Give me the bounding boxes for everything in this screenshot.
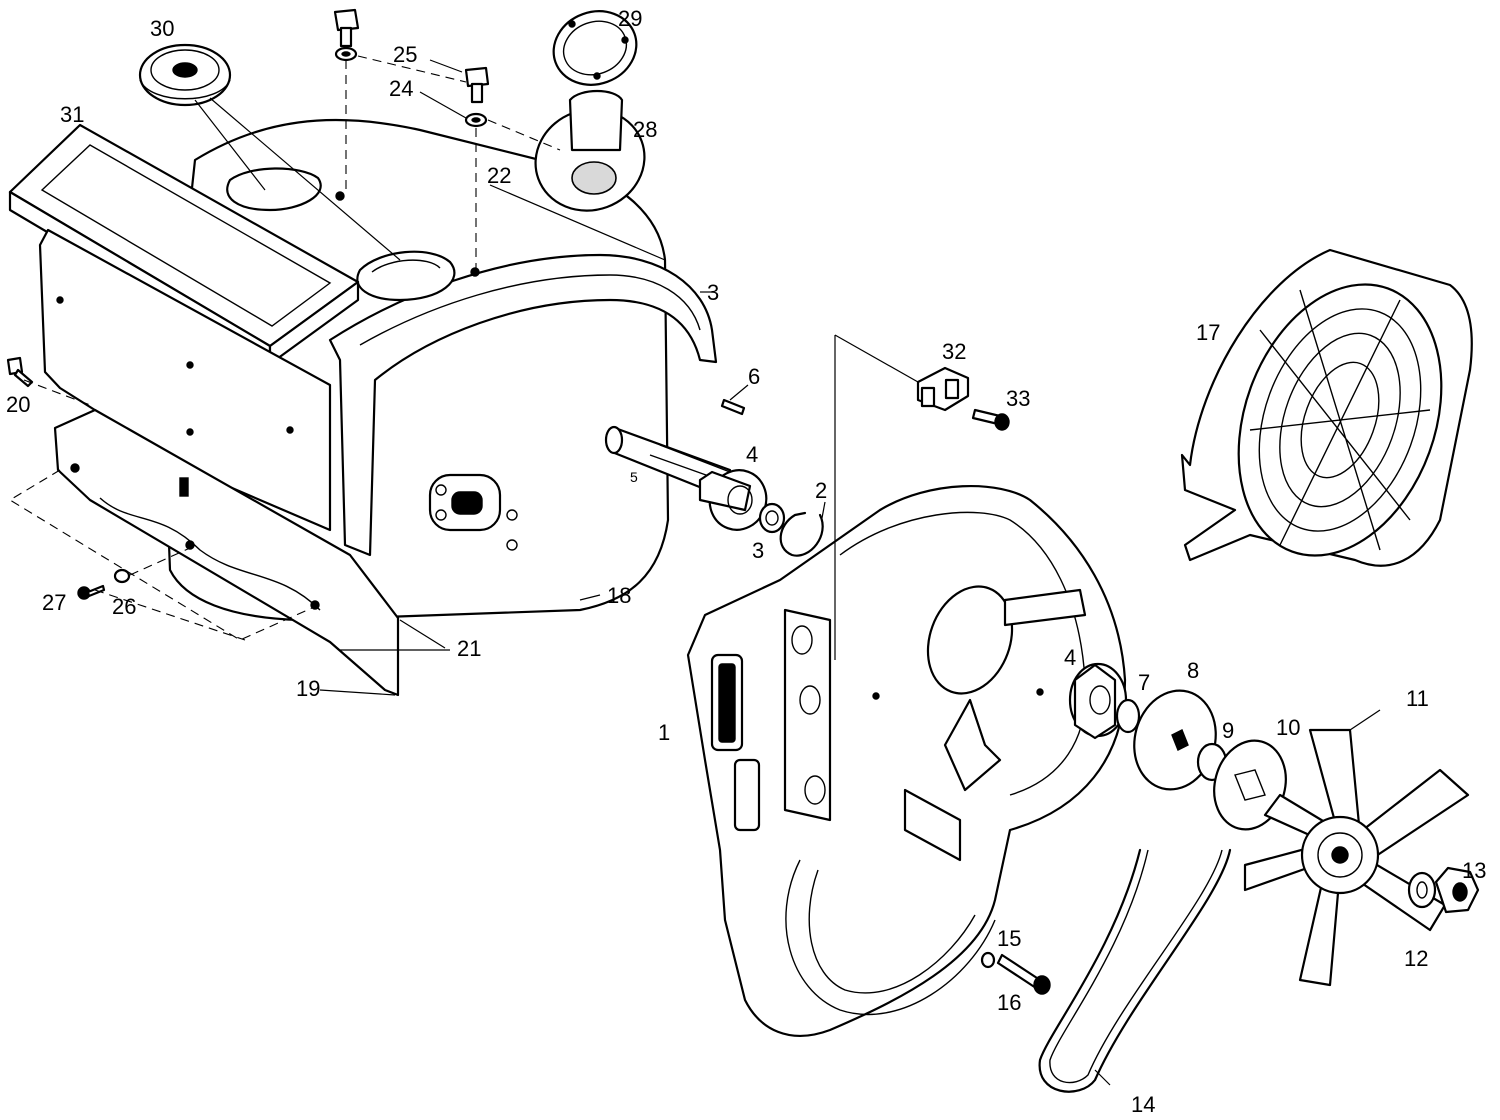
callout-20: 20: [6, 392, 30, 417]
callout-16: 16: [997, 990, 1021, 1015]
fan-wheel-part: [1243, 728, 1470, 987]
callout-4a: 4: [746, 442, 758, 467]
callout-13: 13: [1462, 858, 1486, 883]
callout-3a: 3: [707, 280, 719, 305]
spacer-ring-part: [1115, 698, 1141, 734]
callout-1: 1: [658, 720, 670, 745]
bearing-upper-part: [698, 469, 768, 531]
callout-33: 33: [1006, 386, 1030, 411]
callout-11: 11: [1406, 686, 1429, 711]
circlip-part: [779, 511, 824, 557]
lower-guard-part: [53, 408, 400, 697]
callout-32: 32: [942, 339, 966, 364]
bolt-16-part: [996, 953, 1051, 995]
callout-30: 30: [150, 16, 174, 41]
bolt-top-part: [333, 8, 360, 62]
callout-10: 10: [1276, 715, 1300, 740]
pulley-half-part: [1213, 739, 1287, 831]
screw-33-part: [971, 408, 1010, 431]
callout-labels: 1 2 3 3 4 4 5 6 7 8 9 10 11 12 13 14 15 …: [6, 6, 1486, 1117]
side-plate-part: [38, 228, 332, 532]
callout-28: 28: [633, 117, 657, 142]
callout-27: 27: [42, 590, 66, 615]
callout-24: 24: [389, 76, 413, 101]
callout-9: 9: [1222, 718, 1234, 743]
callout-15: 15: [997, 926, 1021, 951]
washer-26-part: [113, 568, 131, 584]
pulley-disc-part: [1133, 689, 1217, 791]
exhaust-flange-part: [534, 90, 646, 212]
callout-7: 7: [1138, 670, 1150, 695]
washer-15-part: [980, 951, 996, 969]
ring-upper-part: [758, 502, 786, 534]
callout-19: 19: [296, 676, 320, 701]
callout-12: 12: [1404, 946, 1428, 971]
callout-21: 21: [457, 636, 481, 661]
nut-13-part: [1434, 866, 1480, 914]
callout-8: 8: [1187, 658, 1199, 683]
leader-lines: [8, 55, 1381, 1086]
callout-26: 26: [112, 594, 136, 619]
gasket-ring-part: [552, 10, 638, 86]
callout-4b: 4: [1064, 645, 1076, 670]
bolt-25-part: [464, 66, 490, 128]
screw-27-part: [77, 584, 106, 600]
callout-18: 18: [607, 583, 631, 608]
callout-5: 5: [630, 469, 638, 485]
callout-25: 25: [393, 42, 417, 67]
callout-29: 29: [618, 6, 642, 31]
callout-2: 2: [815, 478, 827, 503]
clip-part: [916, 366, 970, 412]
callout-17: 17: [1196, 320, 1220, 345]
rubber-cap-part: [138, 43, 232, 107]
bearing-lower-part: [1068, 662, 1128, 740]
callout-14: 14: [1131, 1092, 1155, 1117]
v-belt-part: [1038, 848, 1232, 1093]
fan-housing-part: [686, 484, 1127, 1037]
washer-12-part: [1407, 871, 1437, 909]
key-part: [720, 398, 746, 416]
callout-3b: 3: [752, 538, 764, 563]
callout-6: 6: [748, 364, 760, 389]
callout-31: 31: [60, 102, 84, 127]
callout-22: 22: [487, 163, 511, 188]
fan-guard-part: [1180, 248, 1473, 567]
